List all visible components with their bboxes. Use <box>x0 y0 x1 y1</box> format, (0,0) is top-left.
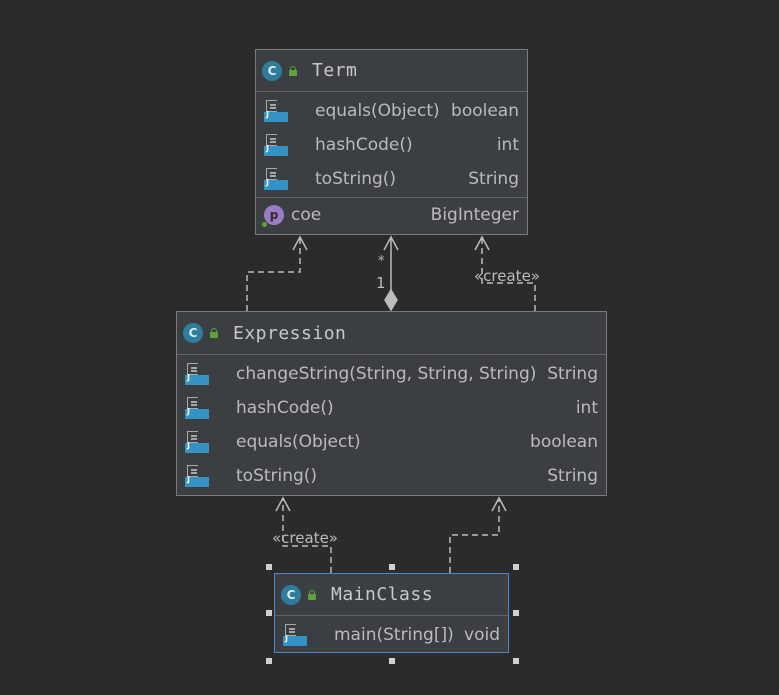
create-label-term: «create» <box>474 267 540 285</box>
method-type: String <box>547 466 598 486</box>
method-icon <box>264 134 288 156</box>
method-type: boolean <box>530 432 598 452</box>
method-name: equals(Object) <box>236 432 361 452</box>
method-type: String <box>468 169 519 189</box>
method-name: changeString(String, String, String) <box>236 364 537 384</box>
method-name: toString() <box>315 169 397 189</box>
resize-handle-top[interactable] <box>389 564 395 570</box>
method-name: hashCode() <box>315 135 413 155</box>
field-row[interactable]: p coe BigInteger <box>256 198 527 232</box>
public-access-icon <box>307 589 317 600</box>
method-icon <box>283 624 307 646</box>
resize-handle-bottom[interactable] <box>389 658 395 664</box>
class-header: C Term <box>256 50 527 92</box>
resize-handle-bottom-left[interactable] <box>266 658 272 664</box>
method-type: boolean <box>451 101 519 121</box>
create-label-expression: «create» <box>272 529 338 547</box>
method-icon <box>264 168 288 190</box>
class-name: Expression <box>233 322 347 344</box>
method-row[interactable]: hashCode() int <box>256 128 527 162</box>
method-list: equals(Object) boolean hashCode() int to… <box>256 92 527 198</box>
method-icon <box>264 100 288 122</box>
method-name: toString() <box>236 466 318 486</box>
field-type: BigInteger <box>430 205 519 225</box>
multiplicity-many-label: * <box>378 254 385 269</box>
composition-expression-term <box>383 235 399 312</box>
class-mainclass[interactable]: C MainClass main(String[]) void <box>274 573 509 653</box>
method-row[interactable]: equals(Object) boolean <box>256 94 527 128</box>
class-icon: C <box>183 323 203 343</box>
class-header: C MainClass <box>275 574 508 616</box>
method-icon <box>185 465 209 487</box>
class-term[interactable]: C Term equals(Object) boolean hashCode()… <box>255 49 528 235</box>
method-name: main(String[]) <box>334 625 454 645</box>
method-name: equals(Object) <box>315 101 440 121</box>
resize-handle-right[interactable] <box>513 610 519 616</box>
class-name: MainClass <box>331 584 434 605</box>
method-row[interactable]: main(String[]) void <box>275 618 508 652</box>
method-icon <box>185 363 209 385</box>
method-type: String <box>547 364 598 384</box>
resize-handle-left[interactable] <box>266 610 272 616</box>
property-icon: p <box>262 205 284 227</box>
method-type: int <box>496 135 519 155</box>
public-access-icon <box>288 65 298 76</box>
method-row[interactable]: hashCode() int <box>177 391 606 425</box>
class-header: C Expression <box>177 312 606 355</box>
resize-handle-top-left[interactable] <box>266 564 272 570</box>
method-row[interactable]: changeString(String, String, String) Str… <box>177 357 606 391</box>
resize-handle-bottom-right[interactable] <box>513 658 519 664</box>
method-row[interactable]: toString() String <box>177 459 606 493</box>
method-row[interactable]: toString() String <box>256 162 527 196</box>
resize-handle-top-right[interactable] <box>513 564 519 570</box>
method-row[interactable]: equals(Object) boolean <box>177 425 606 459</box>
class-icon: C <box>262 60 282 81</box>
dependency-main-expression <box>449 496 507 573</box>
public-access-icon <box>209 328 219 338</box>
method-name: hashCode() <box>236 398 334 418</box>
class-icon: C <box>281 584 301 605</box>
dependency-expression-term <box>246 235 308 311</box>
create-expression-term <box>474 235 536 311</box>
field-name: coe <box>291 205 322 225</box>
class-name: Term <box>312 60 358 81</box>
method-list: changeString(String, String, String) Str… <box>177 355 606 493</box>
method-type: void <box>464 625 500 645</box>
multiplicity-one-label: 1 <box>376 274 386 292</box>
method-type: int <box>575 398 598 418</box>
create-main-expression <box>275 496 332 573</box>
class-expression[interactable]: C Expression changeString(String, String… <box>176 311 607 496</box>
method-icon <box>185 397 209 419</box>
method-icon <box>185 431 209 453</box>
